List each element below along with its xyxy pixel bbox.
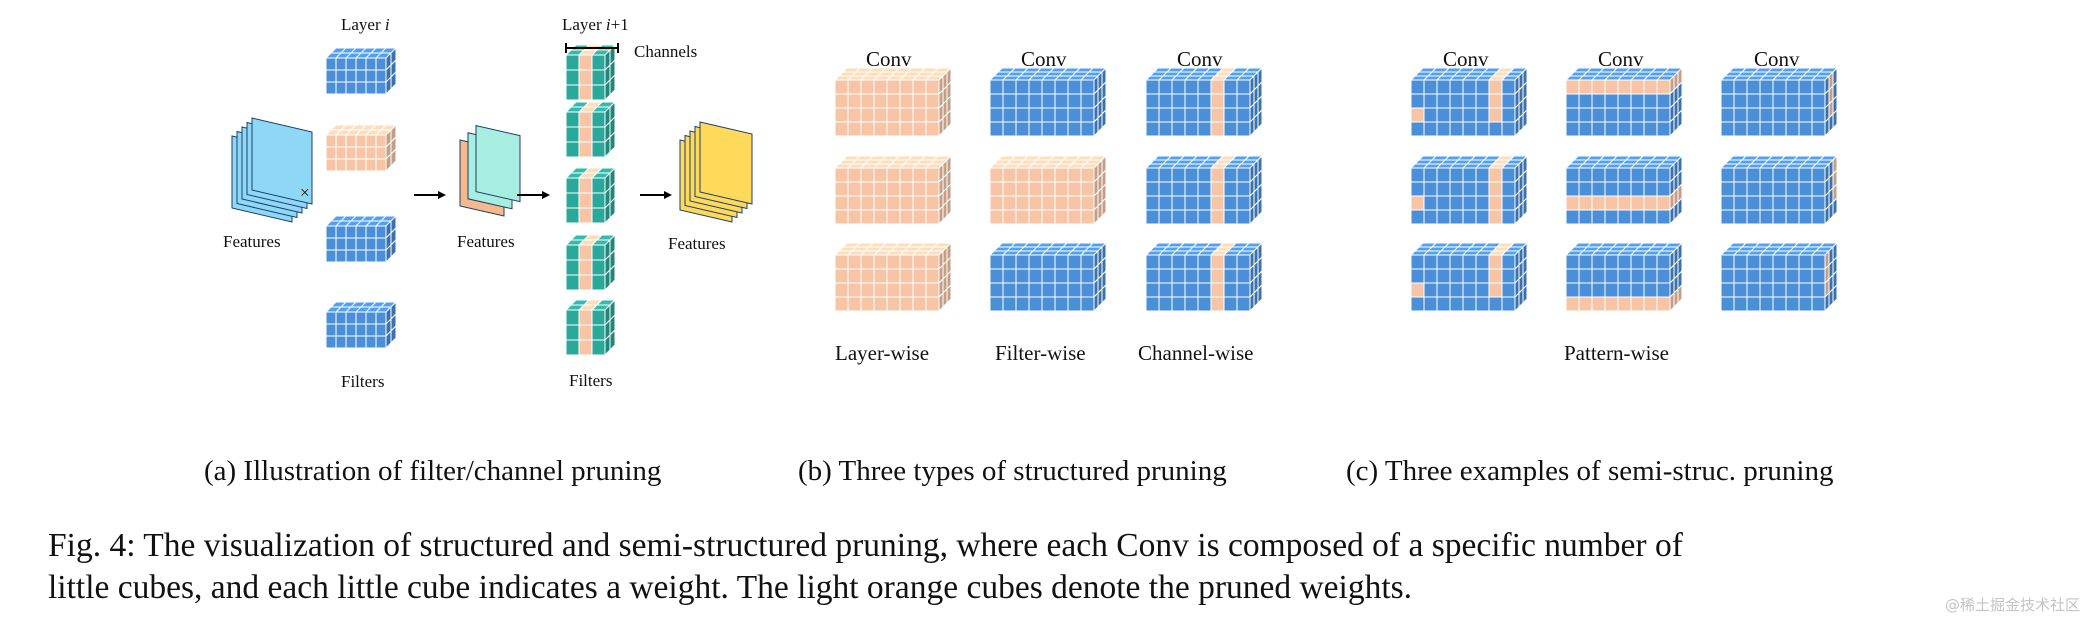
pattern-c-conv-3 <box>1719 241 1839 313</box>
conv-label-b2: Conv <box>1021 47 1067 71</box>
filters-label-2: Filters <box>569 371 613 390</box>
filter-wise-conv-1 <box>988 66 1108 138</box>
channel-wise-conv-1 <box>1144 66 1264 138</box>
layer-i1-filter-5 <box>564 298 617 357</box>
conv-label-b1: Conv <box>866 47 912 71</box>
pattern-c-conv-1 <box>1719 66 1839 138</box>
channels-label: Channels <box>634 42 698 61</box>
features-out-label: Features <box>668 234 726 253</box>
conv-label-c2: Conv <box>1598 47 1644 71</box>
conv-label-c1: Conv <box>1443 47 1489 71</box>
output-feature-maps <box>679 121 753 223</box>
channel-wise-conv-2 <box>1144 154 1264 226</box>
filter-wise-conv-3 <box>988 241 1108 313</box>
features-in-label: Features <box>223 232 281 251</box>
conv-label-b3: Conv <box>1177 47 1223 71</box>
arrow-2 <box>517 191 550 199</box>
pattern-a-conv-3 <box>1409 241 1529 313</box>
pattern-c-conv-2 <box>1719 154 1839 226</box>
layer-wise-label: Layer-wise <box>835 341 930 365</box>
layer-i1-filter-4 <box>564 233 617 292</box>
subcaption-b: (b) Three types of structured pruning <box>798 455 1227 487</box>
layer-i1-filter-2 <box>564 100 617 159</box>
filter-3 <box>324 214 398 264</box>
filter-wise-conv-2 <box>988 154 1108 226</box>
layer-i1-filter-3 <box>564 166 617 225</box>
channel-wise-label: Channel-wise <box>1138 341 1254 365</box>
layer-wise-conv-1 <box>833 66 953 138</box>
channel-wise-conv-3 <box>1144 241 1264 313</box>
arrow-1 <box>414 191 446 199</box>
subcaption-a: (a) Illustration of filter/channel pruni… <box>204 455 662 487</box>
subcaption-c: (c) Three examples of semi-struc. prunin… <box>1346 455 1834 487</box>
pattern-b-conv-1 <box>1564 66 1684 138</box>
pattern-a-conv-1 <box>1409 66 1529 138</box>
layer-i1-filter-1 <box>564 43 617 102</box>
middle-feature-maps <box>459 124 521 217</box>
layer-wise-conv-2 <box>833 154 953 226</box>
pattern-b-conv-2 <box>1564 154 1684 226</box>
filter-wise-label: Filter-wise <box>995 341 1086 365</box>
conv-label-c3: Conv <box>1754 47 1800 71</box>
layer-i1-label: Layer i+1 <box>562 15 629 34</box>
filter-2-pruned <box>324 123 398 173</box>
pattern-wise-label: Pattern-wise <box>1564 341 1669 365</box>
pattern-a-conv-2 <box>1409 154 1529 226</box>
features-mid-label: Features <box>457 232 515 251</box>
filter-4 <box>324 300 398 350</box>
filters-label-1: Filters <box>341 372 385 391</box>
layer-i-label: Layer i <box>341 15 390 34</box>
arrow-3 <box>640 191 672 199</box>
layer-wise-conv-3 <box>833 241 953 313</box>
pattern-b-conv-3 <box>1564 241 1684 313</box>
multiply-sign: × <box>300 183 310 202</box>
figure-caption-line-2: little cubes, and each little cube indic… <box>48 569 1413 606</box>
input-feature-maps <box>231 117 313 223</box>
watermark: @稀土掘金技术社区 <box>1944 596 2080 614</box>
figure-caption-line-1: Fig. 4: The visualization of structured … <box>48 527 1683 564</box>
filter-1 <box>324 46 398 96</box>
